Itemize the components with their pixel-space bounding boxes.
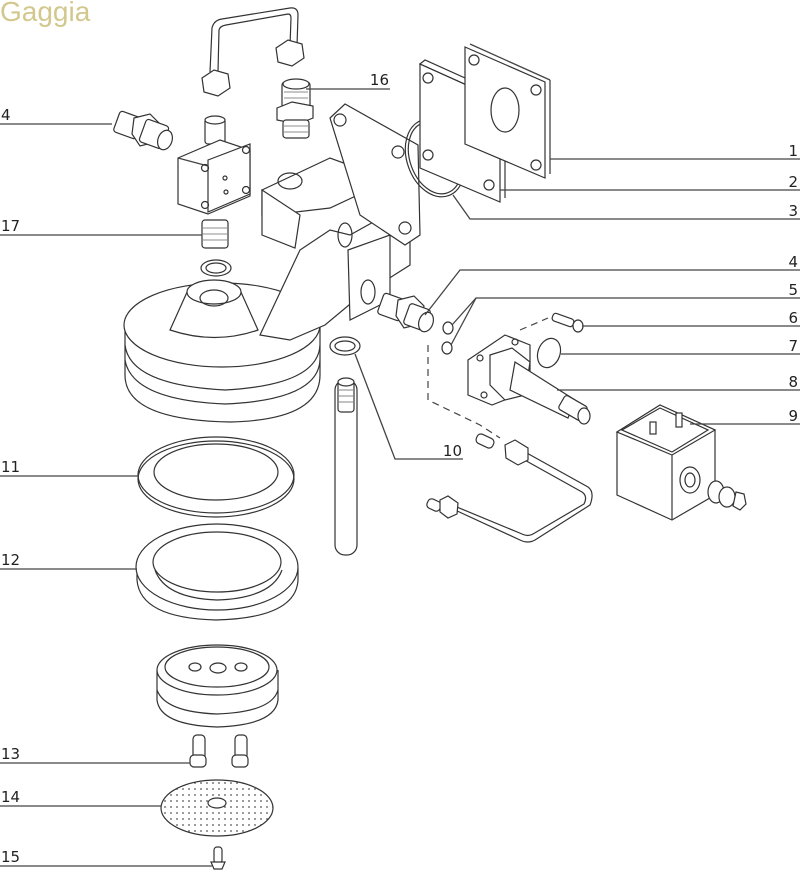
- part-8-valve-stem: [467, 334, 591, 425]
- svg-text:7: 7: [788, 337, 798, 355]
- distribution-block: [177, 115, 251, 249]
- callout-17: 17: [0, 217, 202, 236]
- part-16-fitting: [276, 78, 314, 139]
- svg-text:4: 4: [1, 106, 11, 124]
- callout-10: 10: [354, 353, 463, 460]
- group-head-body: [123, 103, 421, 423]
- part-7-oring: [536, 337, 562, 369]
- assembly-guide-line: [427, 345, 501, 439]
- part-1-plate: [464, 43, 551, 179]
- svg-text:4: 4: [788, 253, 798, 271]
- callout-2: 2: [500, 173, 800, 191]
- svg-text:13: 13: [1, 745, 20, 763]
- svg-text:1: 1: [788, 142, 798, 160]
- o-ring-small: [200, 259, 232, 277]
- callout-6: 6: [582, 309, 800, 327]
- part-14-shower-screen: [160, 779, 274, 837]
- svg-text:8: 8: [788, 373, 798, 391]
- svg-text:14: 14: [1, 788, 20, 806]
- svg-text:11: 11: [1, 458, 20, 476]
- svg-text:10: 10: [443, 442, 462, 460]
- callout-1: 1: [550, 142, 800, 160]
- svg-text:5: 5: [788, 281, 798, 299]
- part-5-oring-a: [442, 321, 454, 335]
- brand-logo-text: Gaggia: [0, 0, 91, 27]
- part-11-gasket: [137, 436, 295, 518]
- part-12-ring: [135, 523, 299, 621]
- shower-holder: [156, 644, 279, 728]
- svg-text:3: 3: [788, 202, 798, 220]
- callout-3: 3: [452, 194, 800, 220]
- top-bent-pipe: [201, 7, 305, 97]
- callout-15: 15: [0, 848, 212, 867]
- callout-4-right: 4: [424, 253, 800, 316]
- svg-text:16: 16: [370, 71, 389, 89]
- part-5-oring-b: [441, 341, 453, 355]
- part-10-washer: [329, 336, 361, 356]
- svg-text:9: 9: [788, 407, 798, 425]
- callout-12: 12: [0, 551, 137, 570]
- callout-13: 13: [0, 745, 190, 764]
- part-15-screw: [210, 846, 226, 870]
- callout-11: 11: [0, 458, 138, 477]
- svg-text:6: 6: [788, 309, 798, 327]
- callout-5: 5: [450, 281, 800, 346]
- callout-16: 16: [306, 71, 390, 90]
- part-9-solenoid-coil: [615, 404, 747, 521]
- callout-9: 9: [690, 407, 800, 425]
- pin-rod: [334, 377, 358, 556]
- svg-text:2: 2: [788, 173, 798, 191]
- callout-14: 14: [0, 788, 161, 807]
- bent-tube: [426, 433, 593, 543]
- callout-8: 8: [557, 373, 800, 391]
- svg-text:12: 12: [1, 551, 20, 569]
- part-6-screw: [551, 312, 584, 333]
- part-4-fitting-left: [113, 110, 174, 151]
- svg-text:17: 17: [1, 217, 20, 235]
- callout-4-left: 4: [0, 106, 112, 125]
- callout-7: 7: [561, 337, 800, 355]
- part-4-fitting-right: [377, 292, 435, 333]
- part-13-screws: [189, 734, 249, 768]
- svg-text:15: 15: [1, 848, 20, 866]
